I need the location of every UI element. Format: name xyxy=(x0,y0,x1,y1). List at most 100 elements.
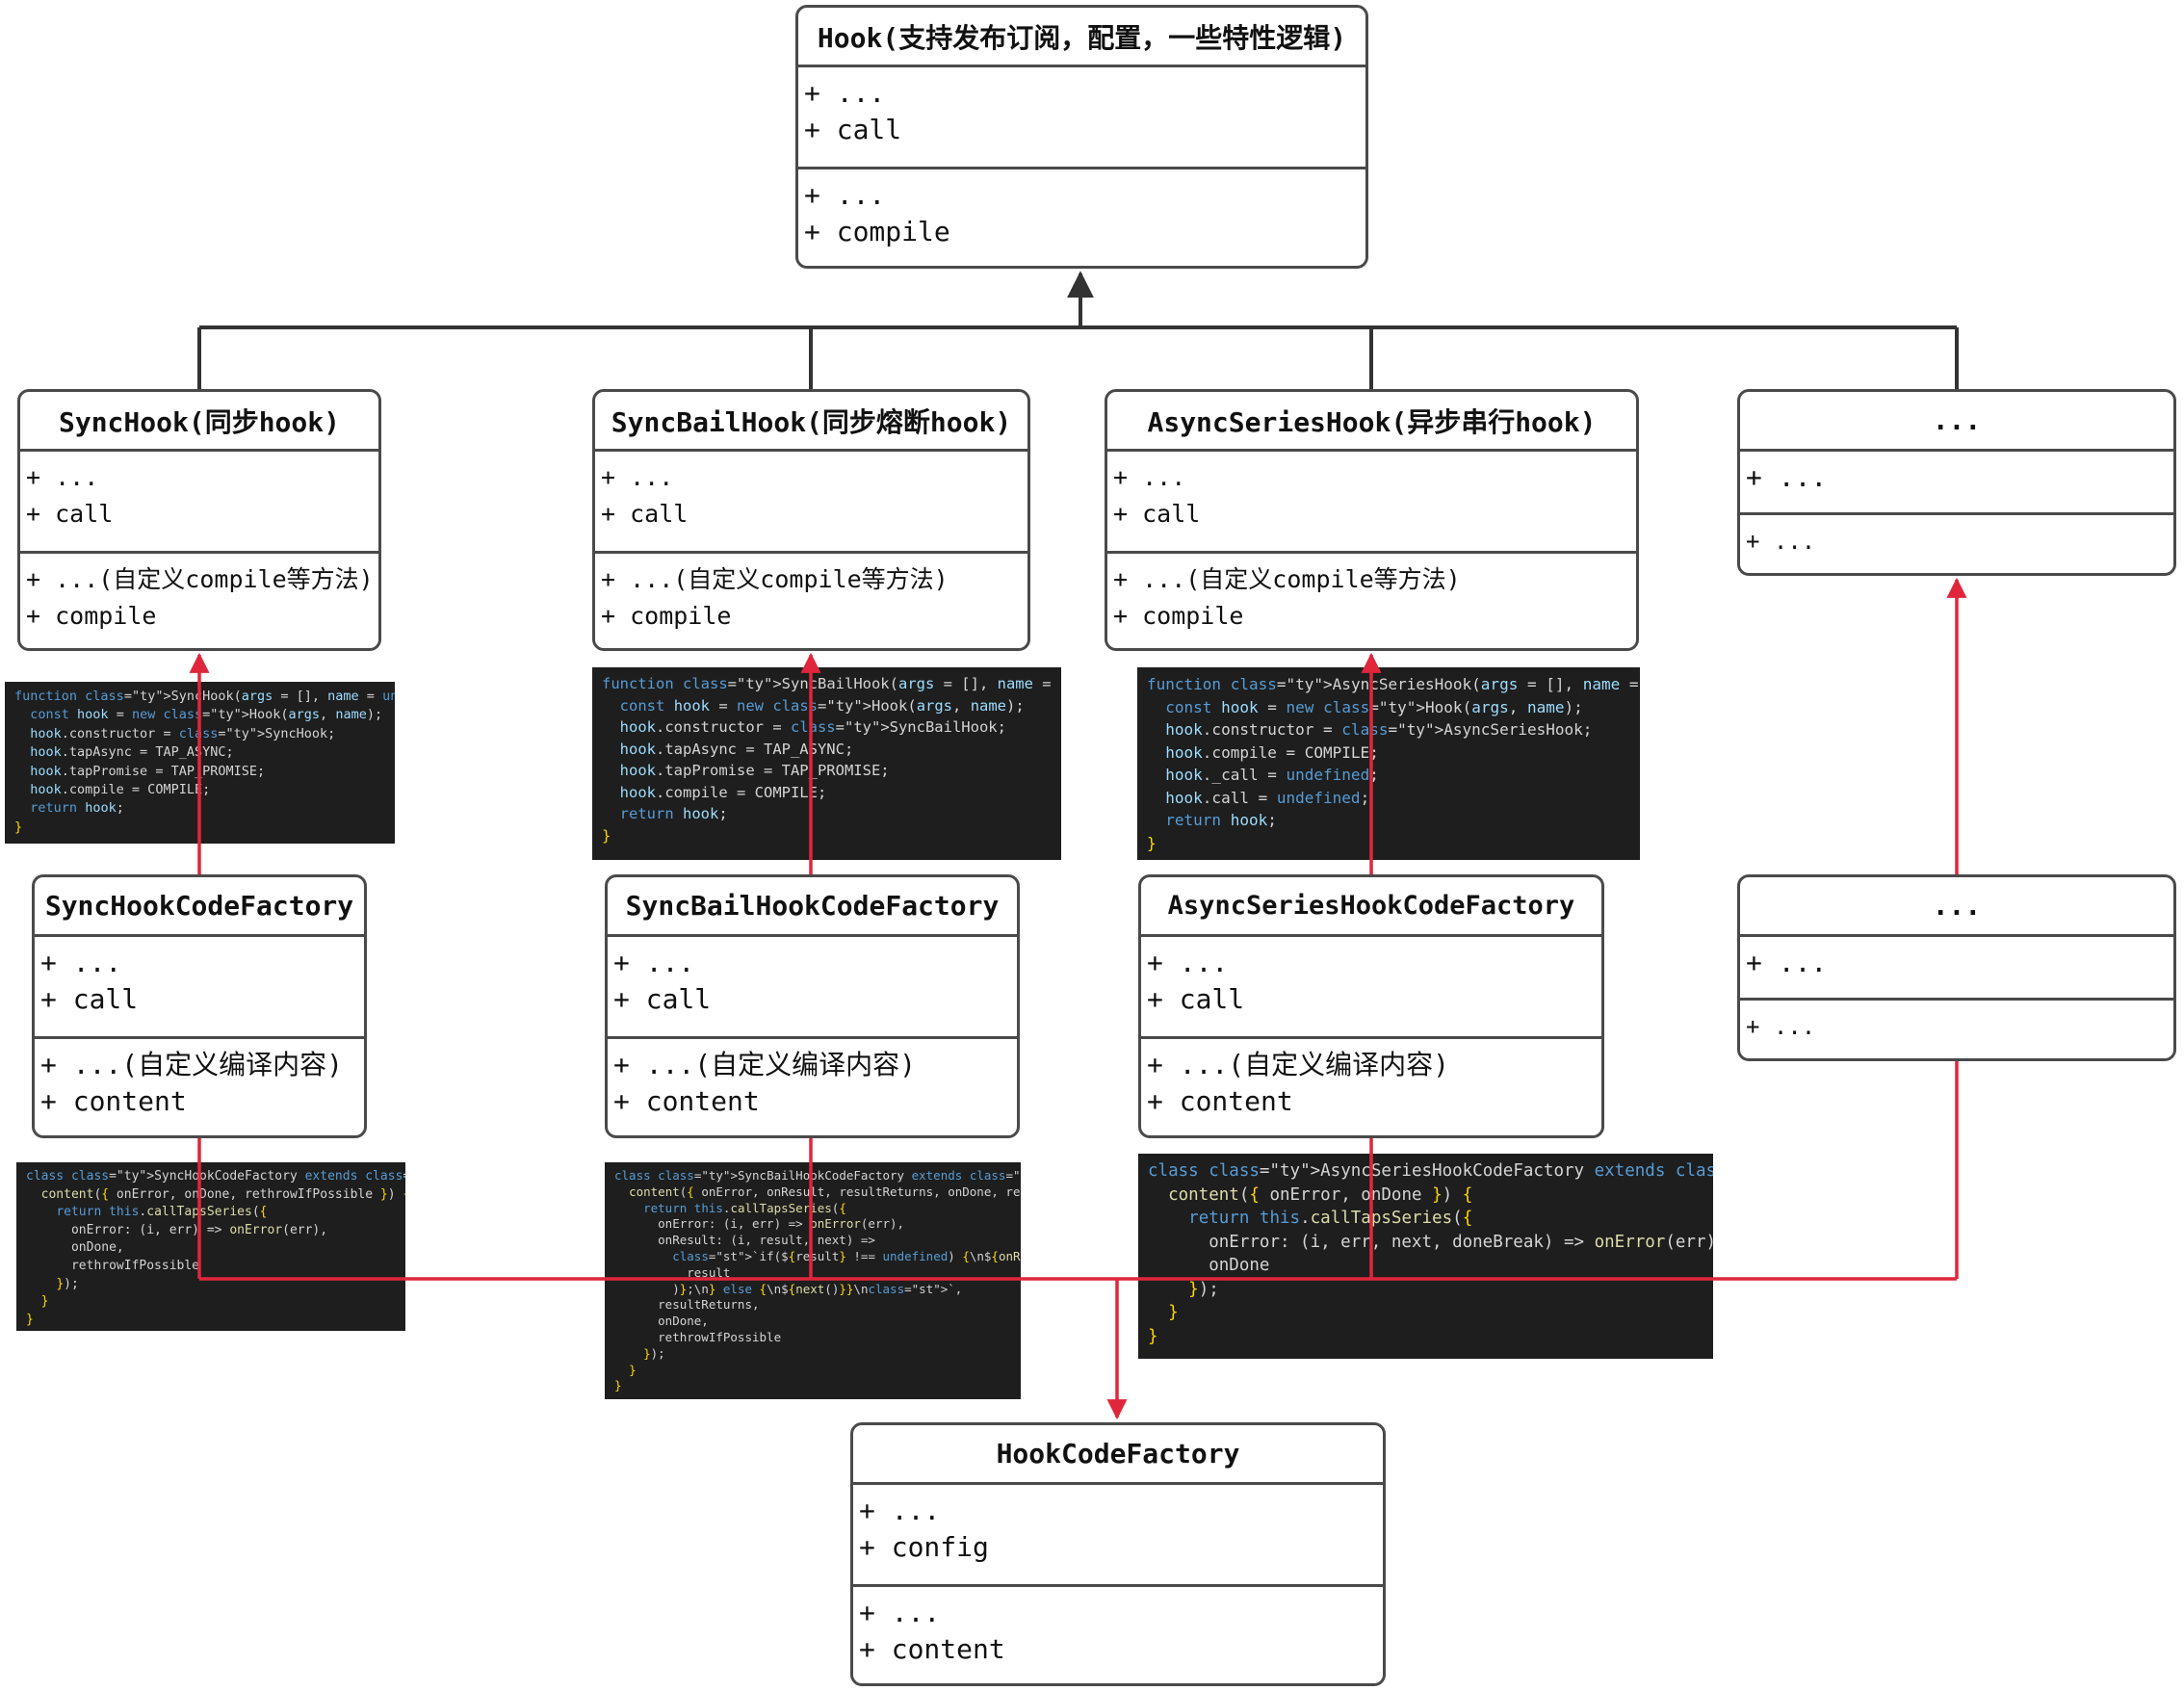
code-line: } xyxy=(1148,1326,1158,1346)
code-line: rethrowIfPossible xyxy=(26,1258,200,1273)
hookcodefactory-method-2: + content xyxy=(859,1633,1005,1665)
hook-class-methods: + ... + compile xyxy=(798,169,1365,258)
asyncserieshook-codefactory-title: AsyncSeriesHookCodeFactory xyxy=(1141,877,1601,937)
code-line: hook.tapPromise = TAP_PROMISE; xyxy=(619,762,890,779)
syncbailhook-class: SyncBailHook(同步熔断hook) + ... + call + ..… xyxy=(592,389,1030,651)
other-codefactory-title: ... xyxy=(1740,877,2173,937)
asyncserieshook-title: AsyncSeriesHook(异步串行hook) xyxy=(1107,392,1636,452)
code-line: class class="ty">SyncBailHookCodeFactory… xyxy=(614,1168,1021,1183)
hookcodefactory-class: HookCodeFactory + ... + config + ... + c… xyxy=(850,1422,1386,1686)
synchook-attr-2: + call xyxy=(26,500,114,528)
asyncserieshook-attr-1: + ... xyxy=(1113,463,1186,491)
synchook-method-2: + compile xyxy=(26,602,157,630)
code-line: return this.callTapsSeries({ xyxy=(643,1200,846,1215)
other-hook-methods: + ... xyxy=(1740,515,2173,567)
other-codefactory-attributes: + ... xyxy=(1740,937,2173,1001)
synchook-method-1: + ...(自定义compile等方法) xyxy=(26,565,374,593)
code-line: hook.constructor = class="ty">AsyncSerie… xyxy=(1165,720,1593,739)
code-line: function class="ty">AsyncSeriesHook(args… xyxy=(1147,675,1639,693)
hook-attr-1: + ... xyxy=(804,77,886,109)
synchook-codefactory-method-2: + content xyxy=(40,1085,187,1117)
syncbailhook-codefactory-attributes: + ... + call xyxy=(608,937,1017,1039)
synchook-codefactory-method-1: + ...(自定义编译内容) xyxy=(40,1049,344,1080)
hookcodefactory-attributes: + ... + config xyxy=(853,1485,1383,1587)
inheritance-lines xyxy=(197,271,1959,389)
code-line: class class="ty">AsyncSeriesHookCodeFact… xyxy=(1148,1161,1713,1181)
code-line: content({ onError, onDone }) { xyxy=(1168,1184,1473,1205)
code-line: }); xyxy=(56,1276,79,1291)
hook-class: Hook(支持发布订阅，配置，一些特性逻辑) + ... + call + ..… xyxy=(795,5,1368,269)
code-line: } xyxy=(1168,1303,1179,1322)
synchook-attr-1: + ... xyxy=(26,463,99,491)
syncbailhook-codefactory-attr-2: + call xyxy=(613,983,712,1015)
code-line: hook.tapPromise = TAP_PROMISE; xyxy=(30,763,266,779)
syncbailhook-code-snippet: function class="ty">SyncBailHook(args = … xyxy=(592,667,1061,860)
syncbailhook-attr-1: + ... xyxy=(601,463,674,491)
synchook-code-snippet: function class="ty">SyncHook(args = [], … xyxy=(5,682,395,844)
syncbailhook-method-2: + compile xyxy=(601,602,732,630)
asyncserieshook-codefactory-method-2: + content xyxy=(1147,1085,1293,1117)
other-hook-method-1: + ... xyxy=(1746,528,1816,555)
other-hook-title: ... xyxy=(1740,392,2173,452)
syncbailhook-method-1: + ...(自定义compile等方法) xyxy=(601,565,949,593)
code-line: onDone, xyxy=(614,1314,709,1329)
syncbailhook-codefactory-attr-1: + ... xyxy=(613,947,695,978)
synchook-codefactory-code-snippet: class class="ty">SyncHookCodeFactory ext… xyxy=(16,1162,405,1331)
hookcodefactory-title: HookCodeFactory xyxy=(853,1425,1383,1485)
code-line: rethrowIfPossible xyxy=(614,1329,782,1344)
synchook-codefactory-attr-2: + call xyxy=(40,983,139,1015)
asyncserieshook-method-1: + ...(自定义compile等方法) xyxy=(1113,565,1461,593)
code-line: function class="ty">SyncBailHook(args = … xyxy=(602,675,1061,692)
code-line: hook.call = undefined; xyxy=(1165,788,1370,807)
code-line: const hook = new class="ty">Hook(args, n… xyxy=(619,696,1025,715)
hookcodefactory-attr-1: + ... xyxy=(859,1495,941,1526)
code-line: const hook = new class="ty">Hook(args, n… xyxy=(1165,697,1583,716)
code-line: onError: (i, err) => onError(err), xyxy=(614,1216,905,1232)
hook-attr-2: + call xyxy=(804,114,902,145)
code-line: hook.tapAsync = TAP_ASYNC; xyxy=(30,744,234,761)
other-hook-class: ... + ... + ... xyxy=(1737,389,2176,576)
asyncserieshook-codefactory-class: AsyncSeriesHookCodeFactory + ... + call … xyxy=(1138,874,1604,1138)
hook-method-2: + compile xyxy=(804,216,950,247)
code-line: hook.constructor = class="ty">SyncHook; xyxy=(30,725,336,741)
syncbailhook-attr-2: + call xyxy=(601,500,689,528)
code-line: hook.compile = COMPILE; xyxy=(1165,742,1379,762)
syncbailhook-codefactory-method-2: + content xyxy=(613,1085,760,1117)
code-line: onDone, xyxy=(26,1240,124,1256)
code-line: return hook; xyxy=(30,800,124,817)
hookcodefactory-attr-2: + config xyxy=(859,1531,989,1563)
synchook-codefactory-attr-1: + ... xyxy=(40,947,122,978)
code-line: hook.tapAsync = TAP_ASYNC; xyxy=(619,740,854,758)
asyncserieshook-codefactory-method-1: + ...(自定义编译内容) xyxy=(1147,1049,1450,1080)
code-line: return hook; xyxy=(619,805,728,822)
asyncserieshook-codefactory-attr-2: + call xyxy=(1147,983,1245,1015)
asyncserieshook-codefactory-attr-1: + ... xyxy=(1147,947,1229,978)
code-line: } xyxy=(40,1294,49,1310)
code-line: onError: (i, err) => onError(err), xyxy=(26,1222,328,1237)
asyncserieshook-methods: + ...(自定义compile等方法) + compile xyxy=(1107,554,1636,642)
code-line: result xyxy=(614,1264,731,1280)
asyncserieshook-code-snippet: function class="ty">AsyncSeriesHook(args… xyxy=(1137,667,1640,860)
synchook-codefactory-attributes: + ... + call xyxy=(35,937,364,1039)
hook-class-title: Hook(支持发布订阅，配置，一些特性逻辑) xyxy=(798,8,1365,67)
hook-method-1: + ... xyxy=(804,179,886,211)
syncbailhook-codefactory-methods: + ...(自定义编译内容) + content xyxy=(608,1039,1017,1128)
code-line: } xyxy=(614,1378,622,1393)
syncbailhook-codefactory-title: SyncBailHookCodeFactory xyxy=(608,877,1017,937)
synchook-attributes: + ... + call xyxy=(20,452,378,554)
code-line: class class="ty">SyncHookCodeFactory ext… xyxy=(26,1169,405,1184)
syncbailhook-methods: + ...(自定义compile等方法) + compile xyxy=(595,554,1027,642)
hook-class-attributes: + ... + call xyxy=(798,67,1365,169)
asyncserieshook-class: AsyncSeriesHook(异步串行hook) + ... + call +… xyxy=(1105,389,1639,651)
synchook-codefactory-methods: + ...(自定义编译内容) + content xyxy=(35,1039,364,1128)
synchook-methods: + ...(自定义compile等方法) + compile xyxy=(20,554,378,642)
code-line: onResult: (i, result, next) => xyxy=(614,1233,875,1248)
code-line: } xyxy=(629,1362,637,1377)
synchook-codefactory-class: SyncHookCodeFactory + ... + call + ...(自… xyxy=(32,874,367,1138)
code-line: return this.callTapsSeries({ xyxy=(1188,1209,1473,1228)
code-line: hook.compile = COMPILE; xyxy=(30,782,211,798)
hookcodefactory-method-1: + ... xyxy=(859,1597,941,1628)
synchook-class: SyncHook(同步hook) + ... + call + ...(自定义c… xyxy=(17,389,381,651)
